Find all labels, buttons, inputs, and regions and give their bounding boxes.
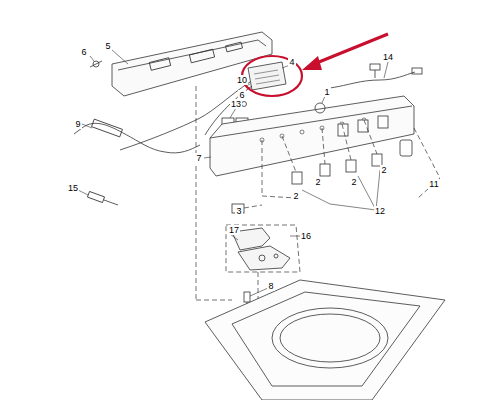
callout-number: 15 — [67, 183, 79, 193]
callout-number: 2 — [380, 165, 387, 175]
callout-number: 8 — [267, 281, 274, 291]
callout-number: 2 — [292, 191, 299, 201]
callout-number: 17 — [228, 225, 240, 235]
highlight-circle — [242, 56, 302, 96]
callout-number: 14 — [382, 52, 394, 62]
arrow-head — [302, 56, 322, 70]
callout-number: 6 — [80, 47, 87, 57]
highlight-arrow — [314, 34, 388, 64]
console — [210, 96, 414, 176]
callout-number: 4 — [288, 57, 295, 67]
callout-number: 12 — [374, 206, 386, 216]
callout-number: 9 — [74, 119, 81, 129]
callout-number: 10 — [236, 75, 248, 85]
washer-top — [205, 280, 445, 400]
callout-number: 13 — [230, 99, 242, 109]
callout-number: 7 — [195, 153, 202, 163]
callout-number: 2 — [350, 177, 357, 187]
control-board — [248, 62, 286, 90]
callout-number: 11 — [428, 179, 439, 189]
callout-number: 1 — [323, 87, 330, 97]
callout-number: 16 — [300, 231, 312, 241]
callout-number: 2 — [314, 177, 321, 187]
callout-number: 5 — [104, 41, 111, 51]
callout-number: 3 — [235, 206, 242, 216]
